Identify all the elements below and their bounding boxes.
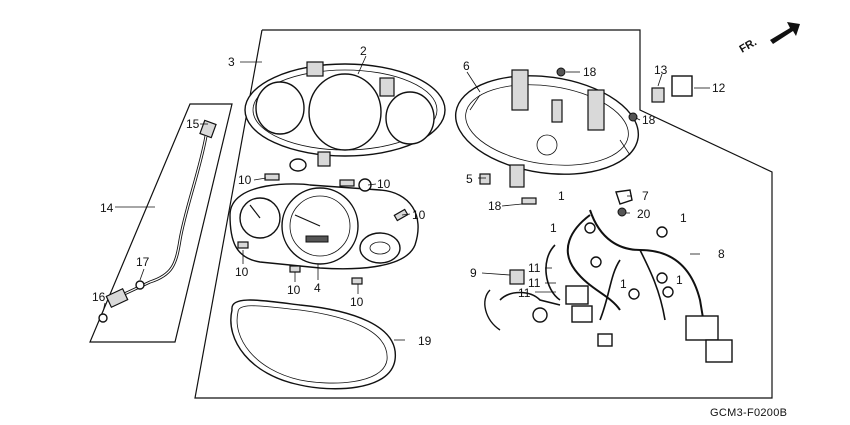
callout-17: 17 bbox=[136, 255, 150, 269]
callout-20: 20 bbox=[637, 207, 651, 221]
callout-10: 10 bbox=[377, 177, 391, 191]
callout-14: 14 bbox=[100, 201, 114, 215]
callout-10: 10 bbox=[412, 208, 426, 222]
callout-9: 9 bbox=[470, 266, 477, 280]
callout-15: 15 bbox=[186, 117, 200, 131]
callout-1: 1 bbox=[550, 221, 557, 235]
callout-19: 19 bbox=[418, 334, 432, 348]
callout-1: 1 bbox=[558, 189, 565, 203]
callout-11: 11 bbox=[528, 276, 541, 290]
meter-cover bbox=[244, 61, 446, 167]
hardware bbox=[479, 67, 693, 217]
callout-2: 2 bbox=[360, 44, 367, 58]
arrow-icon bbox=[770, 22, 800, 44]
svg-text:FR.: FR. bbox=[738, 36, 759, 55]
callout-7: 7 bbox=[642, 189, 649, 203]
bulb-sockets bbox=[237, 158, 409, 285]
callout-16: 16 bbox=[92, 290, 106, 304]
callout-11: 11 bbox=[518, 286, 531, 300]
callout-6: 6 bbox=[463, 59, 470, 73]
callout-10: 10 bbox=[235, 265, 249, 279]
speedometer-cable bbox=[98, 119, 217, 323]
callout-10: 10 bbox=[238, 173, 252, 187]
callout-18: 18 bbox=[642, 113, 656, 127]
callout-1: 1 bbox=[680, 211, 687, 225]
cable-frame bbox=[89, 103, 233, 343]
callout-10: 10 bbox=[287, 283, 301, 297]
callout-8: 8 bbox=[718, 247, 725, 261]
callout-18: 18 bbox=[583, 65, 597, 79]
wire-harness bbox=[484, 209, 733, 363]
assembly-frame bbox=[194, 29, 773, 399]
callout-1: 1 bbox=[620, 277, 627, 291]
meter-case bbox=[454, 69, 640, 188]
seal-ring bbox=[230, 299, 396, 390]
callout-3: 3 bbox=[228, 55, 235, 69]
callout-1: 1 bbox=[676, 273, 683, 287]
fr-direction-marker: FR. bbox=[738, 22, 800, 56]
callout-4: 4 bbox=[314, 281, 321, 295]
diagram-code: GCM3-F0200B bbox=[710, 407, 787, 419]
meter-panel bbox=[229, 183, 419, 270]
callout-5: 5 bbox=[466, 172, 473, 186]
callout-13: 13 bbox=[654, 63, 668, 77]
callout-10: 10 bbox=[350, 295, 364, 309]
leader-lines bbox=[102, 55, 710, 341]
callout-12: 12 bbox=[712, 81, 726, 95]
callout-18: 18 bbox=[488, 199, 502, 213]
callout-11: 11 bbox=[528, 261, 541, 275]
